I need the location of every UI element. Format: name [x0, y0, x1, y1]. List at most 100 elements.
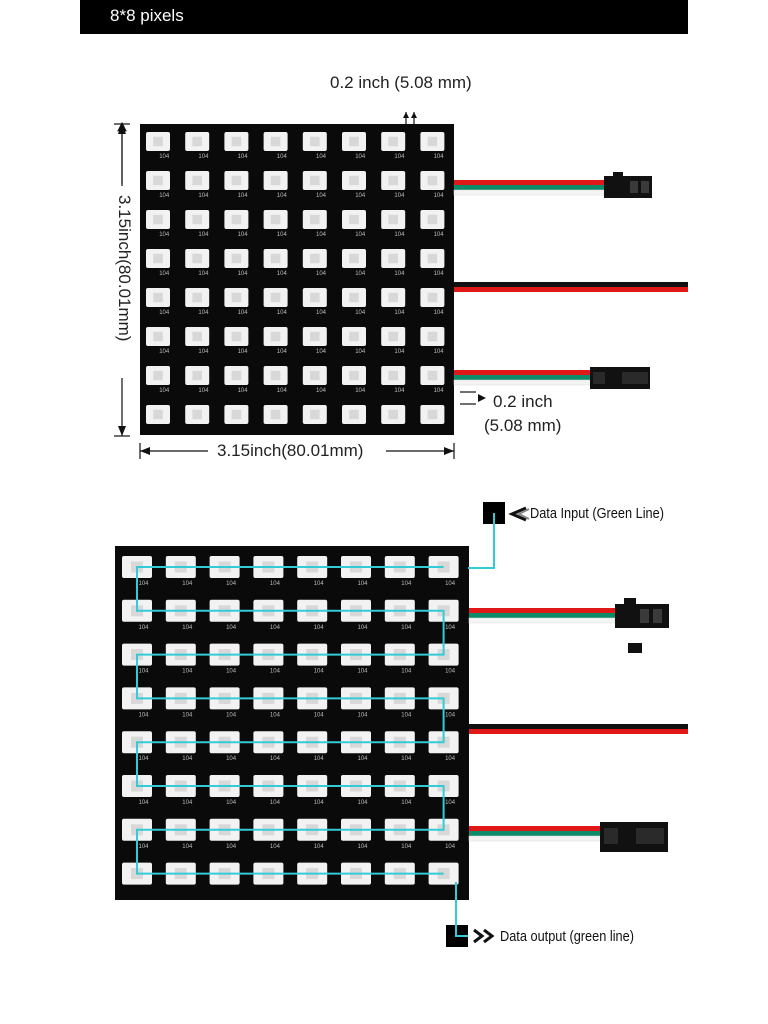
led-die [153, 253, 163, 264]
led-die [231, 409, 242, 420]
capacitor-code: 104 [445, 581, 456, 587]
led-die [231, 292, 242, 303]
page-title: 8*8 pixels [110, 6, 184, 25]
capacitor-code: 104 [314, 800, 325, 806]
capacitor-code: 104 [355, 193, 366, 199]
capacitor-code: 104 [355, 310, 366, 316]
led-die [388, 175, 398, 186]
capacitor-code: 104 [355, 271, 366, 277]
capacitor-code: 104 [355, 232, 366, 238]
led-die [153, 175, 163, 186]
capacitor-code: 104 [139, 669, 150, 675]
led-die [310, 253, 320, 264]
bottom-led-board: 104 104 104 104 104 104 104 104 104 104 104 104 104 1… [115, 546, 469, 900]
capacitor-code: 104 [270, 669, 281, 675]
capacitor-code: 104 [401, 581, 412, 587]
top-power-wires [454, 282, 688, 292]
capacitor-code: 104 [270, 756, 281, 762]
led-die [388, 292, 398, 303]
capacitor-code: 104 [270, 800, 281, 806]
led-die [349, 409, 359, 420]
capacitor-code: 104 [316, 193, 327, 199]
capacitor-code: 104 [314, 712, 325, 718]
double-chevron-right-icon [473, 928, 495, 944]
led-die [388, 136, 398, 147]
capacitor-code: 104 [159, 388, 170, 394]
capacitor-code: 104 [198, 310, 209, 316]
capacitor-code: 104 [314, 756, 325, 762]
led-die [153, 292, 163, 303]
capacitor-code: 104 [139, 844, 150, 850]
top-arrowheads [118, 112, 486, 455]
capacitor-code: 104 [316, 271, 327, 277]
capacitor-code: 104 [139, 625, 150, 631]
capacitor-code: 104 [316, 349, 327, 355]
led-die [231, 136, 242, 147]
capacitor-code: 104 [434, 349, 445, 355]
capacitor-code: 104 [394, 193, 405, 199]
led-die [270, 136, 281, 147]
top-input-wires [453, 172, 652, 198]
capacitor-code: 104 [394, 310, 405, 316]
capacitor-code: 104 [182, 712, 193, 718]
capacitor-code: 104 [358, 625, 369, 631]
led-die [388, 331, 398, 342]
pitch-right-label-line2: (5.08 mm) [484, 416, 562, 435]
led-die [349, 370, 359, 381]
capacitor-code: 104 [238, 310, 249, 316]
capacitor-code: 104 [139, 756, 150, 762]
arrow-left-icon [508, 506, 530, 522]
led-die [153, 214, 163, 225]
capacitor-code: 104 [198, 349, 209, 355]
capacitor-code: 104 [277, 154, 288, 160]
led-die [192, 292, 202, 303]
led-die [310, 292, 320, 303]
data-output-label: Data output (green line) [500, 928, 634, 945]
led-die [153, 409, 163, 420]
capacitor-code: 104 [434, 154, 445, 160]
led-die [270, 175, 281, 186]
capacitor-code: 104 [445, 756, 456, 762]
capacitor-code: 104 [277, 310, 288, 316]
led-die [427, 253, 438, 264]
led-die [153, 136, 163, 147]
led-die [270, 292, 281, 303]
led-die [349, 136, 359, 147]
capacitor-code: 104 [316, 310, 327, 316]
led-die [427, 175, 438, 186]
led-die [310, 370, 320, 381]
capacitor-code: 104 [314, 581, 325, 587]
led-die [310, 136, 320, 147]
capacitor-code: 104 [401, 712, 412, 718]
led-die [231, 175, 242, 186]
led-die [310, 214, 320, 225]
capacitor-code: 104 [445, 844, 456, 850]
led-die [349, 214, 359, 225]
led-die [192, 175, 202, 186]
capacitor-code: 104 [401, 800, 412, 806]
led-die [192, 409, 202, 420]
pitch-right-label-line1: 0.2 inch [493, 392, 553, 411]
capacitor-code: 104 [401, 625, 412, 631]
led-die [427, 370, 438, 381]
capacitor-code: 104 [394, 271, 405, 277]
capacitor-code: 104 [182, 844, 193, 850]
led-die [349, 253, 359, 264]
capacitor-code: 104 [159, 154, 170, 160]
capacitor-code: 104 [434, 388, 445, 394]
capacitor-code: 104 [226, 625, 237, 631]
capacitor-code: 104 [238, 388, 249, 394]
led-die [388, 214, 398, 225]
led-die [270, 253, 281, 264]
header-bar: 8*8 pixels [80, 0, 688, 34]
capacitor-code: 104 [314, 625, 325, 631]
led-die [388, 409, 398, 420]
led-die [192, 331, 202, 342]
capacitor-code: 104 [358, 800, 369, 806]
capacitor-code: 104 [270, 625, 281, 631]
capacitor-code: 104 [159, 310, 170, 316]
led-die [231, 370, 242, 381]
width-label: 3.15inch(80.01mm) [214, 441, 367, 461]
led-die [270, 409, 281, 420]
